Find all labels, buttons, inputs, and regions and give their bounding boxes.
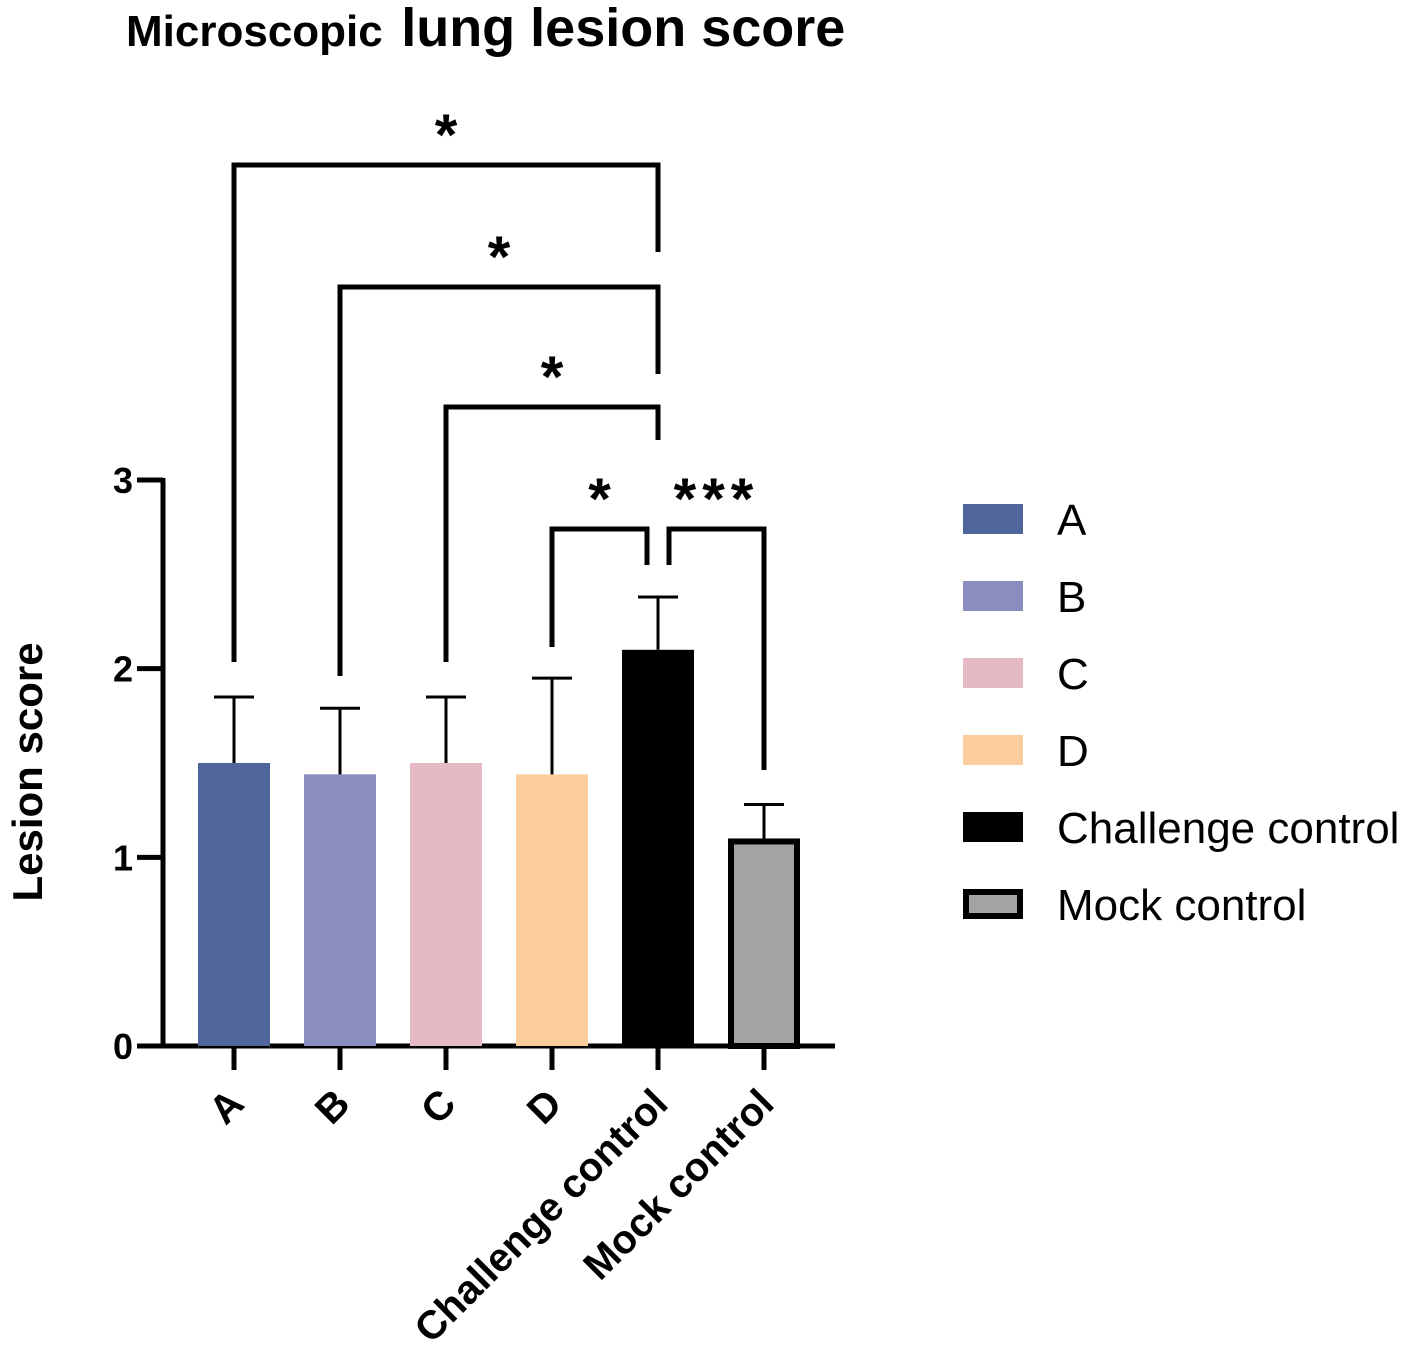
legend-swatch xyxy=(963,581,1023,611)
y-tick-label: 3 xyxy=(113,460,133,501)
y-tick-label: 1 xyxy=(113,837,133,878)
bar xyxy=(198,763,270,1046)
chart-title: Microscopic lung lesion score xyxy=(126,0,845,58)
significance-label: * xyxy=(435,103,458,168)
y-tick-label: 2 xyxy=(113,649,133,690)
chart-title-part-1: Microscopic xyxy=(126,7,383,56)
significance-label: * xyxy=(541,345,564,410)
legend-swatch xyxy=(963,658,1023,688)
bar xyxy=(728,838,800,1050)
significance-bracket xyxy=(337,284,661,676)
x-tick-label: B xyxy=(307,1081,359,1133)
legend-swatch xyxy=(963,504,1023,534)
legend-label: B xyxy=(1057,573,1086,622)
bar xyxy=(516,774,588,1046)
x-tick-label: D xyxy=(519,1081,571,1133)
significance-bracket xyxy=(549,526,650,647)
legend-swatch xyxy=(963,735,1023,765)
y-tick-label: 0 xyxy=(113,1026,133,1067)
significance-label: *** xyxy=(674,467,760,532)
significance-label: * xyxy=(588,467,611,532)
legend-label: Mock control xyxy=(1057,881,1306,930)
legend-label: D xyxy=(1057,727,1089,776)
y-axis-label: Lesion score xyxy=(4,642,51,901)
legend-label: Challenge control xyxy=(1057,804,1399,853)
x-tick-label: Mock control xyxy=(575,1081,782,1288)
legend-swatch xyxy=(963,812,1023,842)
legend-label: A xyxy=(1057,496,1087,545)
significance-label: * xyxy=(488,225,511,290)
legend-swatch xyxy=(963,889,1023,919)
bar xyxy=(622,649,694,1046)
bar xyxy=(304,774,376,1046)
legend-label: C xyxy=(1057,650,1089,699)
x-tick-label: A xyxy=(201,1081,253,1133)
x-tick-label: C xyxy=(413,1081,465,1133)
bar xyxy=(410,763,482,1046)
chart-title-part-2: lung lesion score xyxy=(401,0,845,58)
significance-bracket xyxy=(666,526,767,770)
significance-bracket xyxy=(231,162,661,662)
significance-bracket xyxy=(443,404,661,662)
